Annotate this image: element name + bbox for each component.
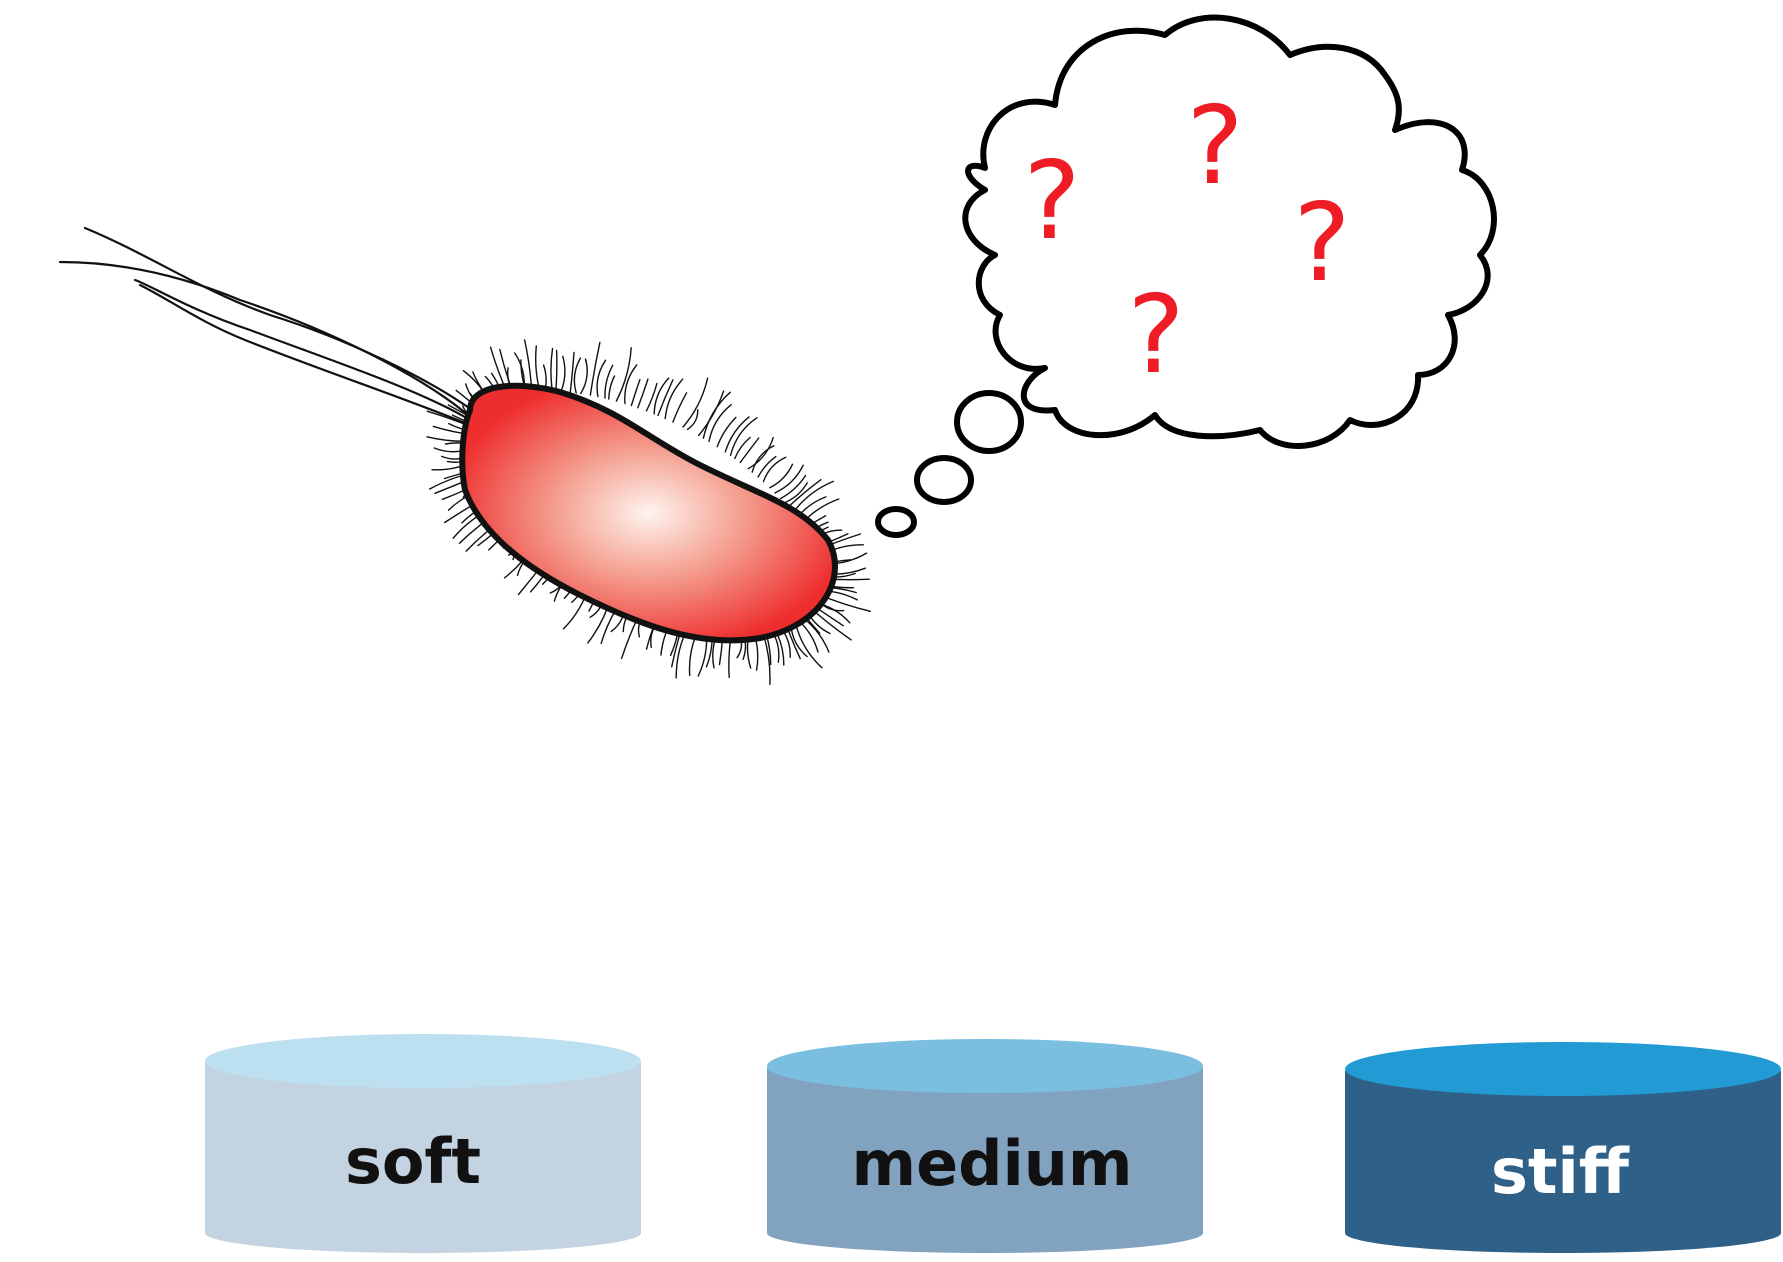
pilus-hair	[757, 455, 777, 478]
pilus-hair	[672, 392, 688, 423]
pilus-hair	[787, 479, 822, 508]
pilus-hair	[596, 359, 607, 398]
substrate-medium-label: medium	[851, 1127, 1132, 1200]
question-marks: ? ? ? ?	[1023, 84, 1350, 398]
pilus-hair	[645, 382, 658, 412]
pili	[426, 339, 871, 685]
pilus-hair	[739, 437, 760, 464]
flagella	[58, 226, 474, 427]
pilus-hair	[657, 379, 674, 417]
pilus-hair	[608, 375, 616, 400]
substrate-soft-top	[205, 1034, 641, 1088]
pilus-hair	[550, 347, 554, 393]
flagellum-2	[138, 283, 472, 427]
pilus-hair	[573, 357, 582, 394]
pilus-hair	[604, 364, 614, 399]
bacterium-body	[459, 382, 838, 644]
pilus-hair	[580, 358, 588, 395]
substrate-stiff-body	[1345, 1071, 1781, 1253]
pilus-hair	[682, 377, 709, 428]
pilus-hair	[702, 391, 731, 439]
substrate-stiff-top	[1345, 1042, 1781, 1096]
thought-bubbles	[875, 390, 1024, 538]
substrate-soft: soft	[205, 1034, 641, 1253]
pilus-hair	[734, 436, 751, 460]
question-mark-2: ?	[1186, 84, 1243, 209]
pilus-hair	[653, 377, 670, 415]
substrate-medium: medium	[767, 1039, 1203, 1253]
pilus-hair	[664, 378, 684, 420]
pilus-hair	[779, 474, 807, 500]
question-mark-1: ?	[1023, 139, 1080, 264]
substrate-stiff-label: stiff	[1491, 1135, 1630, 1208]
thought-bubble-small	[875, 506, 917, 538]
pilus-hair	[783, 482, 808, 504]
substrate-soft-body	[205, 1063, 641, 1253]
substrate-medium-body	[767, 1068, 1203, 1253]
pilus-hair	[769, 463, 794, 489]
pilus-hair	[716, 416, 737, 448]
pilus-hair	[615, 347, 632, 402]
pilus-hair	[774, 464, 804, 494]
pilus-hair	[624, 364, 638, 405]
pilus-hair	[555, 349, 558, 393]
pilus-hair	[747, 436, 774, 470]
question-mark-4: ?	[1127, 273, 1184, 398]
substrate-soft-label: soft	[345, 1125, 481, 1198]
flagellum-1	[133, 278, 472, 422]
pilus-hair	[708, 404, 732, 443]
pilus-hair	[724, 416, 750, 453]
pilus-hair	[751, 445, 775, 473]
pilus-hair	[698, 390, 725, 437]
substrate-stiff: stiff	[1345, 1042, 1781, 1253]
flagellum-4	[83, 226, 474, 412]
thought-bubble-medium	[914, 455, 974, 505]
question-mark-3: ?	[1293, 181, 1350, 306]
pilus-hair	[686, 409, 699, 431]
pilus-hair	[630, 378, 641, 407]
thought-bubble-large	[954, 390, 1024, 454]
pilus-hair	[794, 620, 823, 669]
thought-cloud	[962, 14, 1497, 449]
pilus-hair	[637, 378, 649, 409]
flagellum-3	[58, 260, 470, 417]
substrate-medium-top	[767, 1039, 1203, 1093]
pilus-hair	[762, 456, 787, 483]
pilus-hair	[560, 355, 566, 393]
pilus-hair	[729, 417, 758, 457]
pilus-hair	[569, 351, 575, 393]
pilus-hair	[589, 341, 601, 396]
